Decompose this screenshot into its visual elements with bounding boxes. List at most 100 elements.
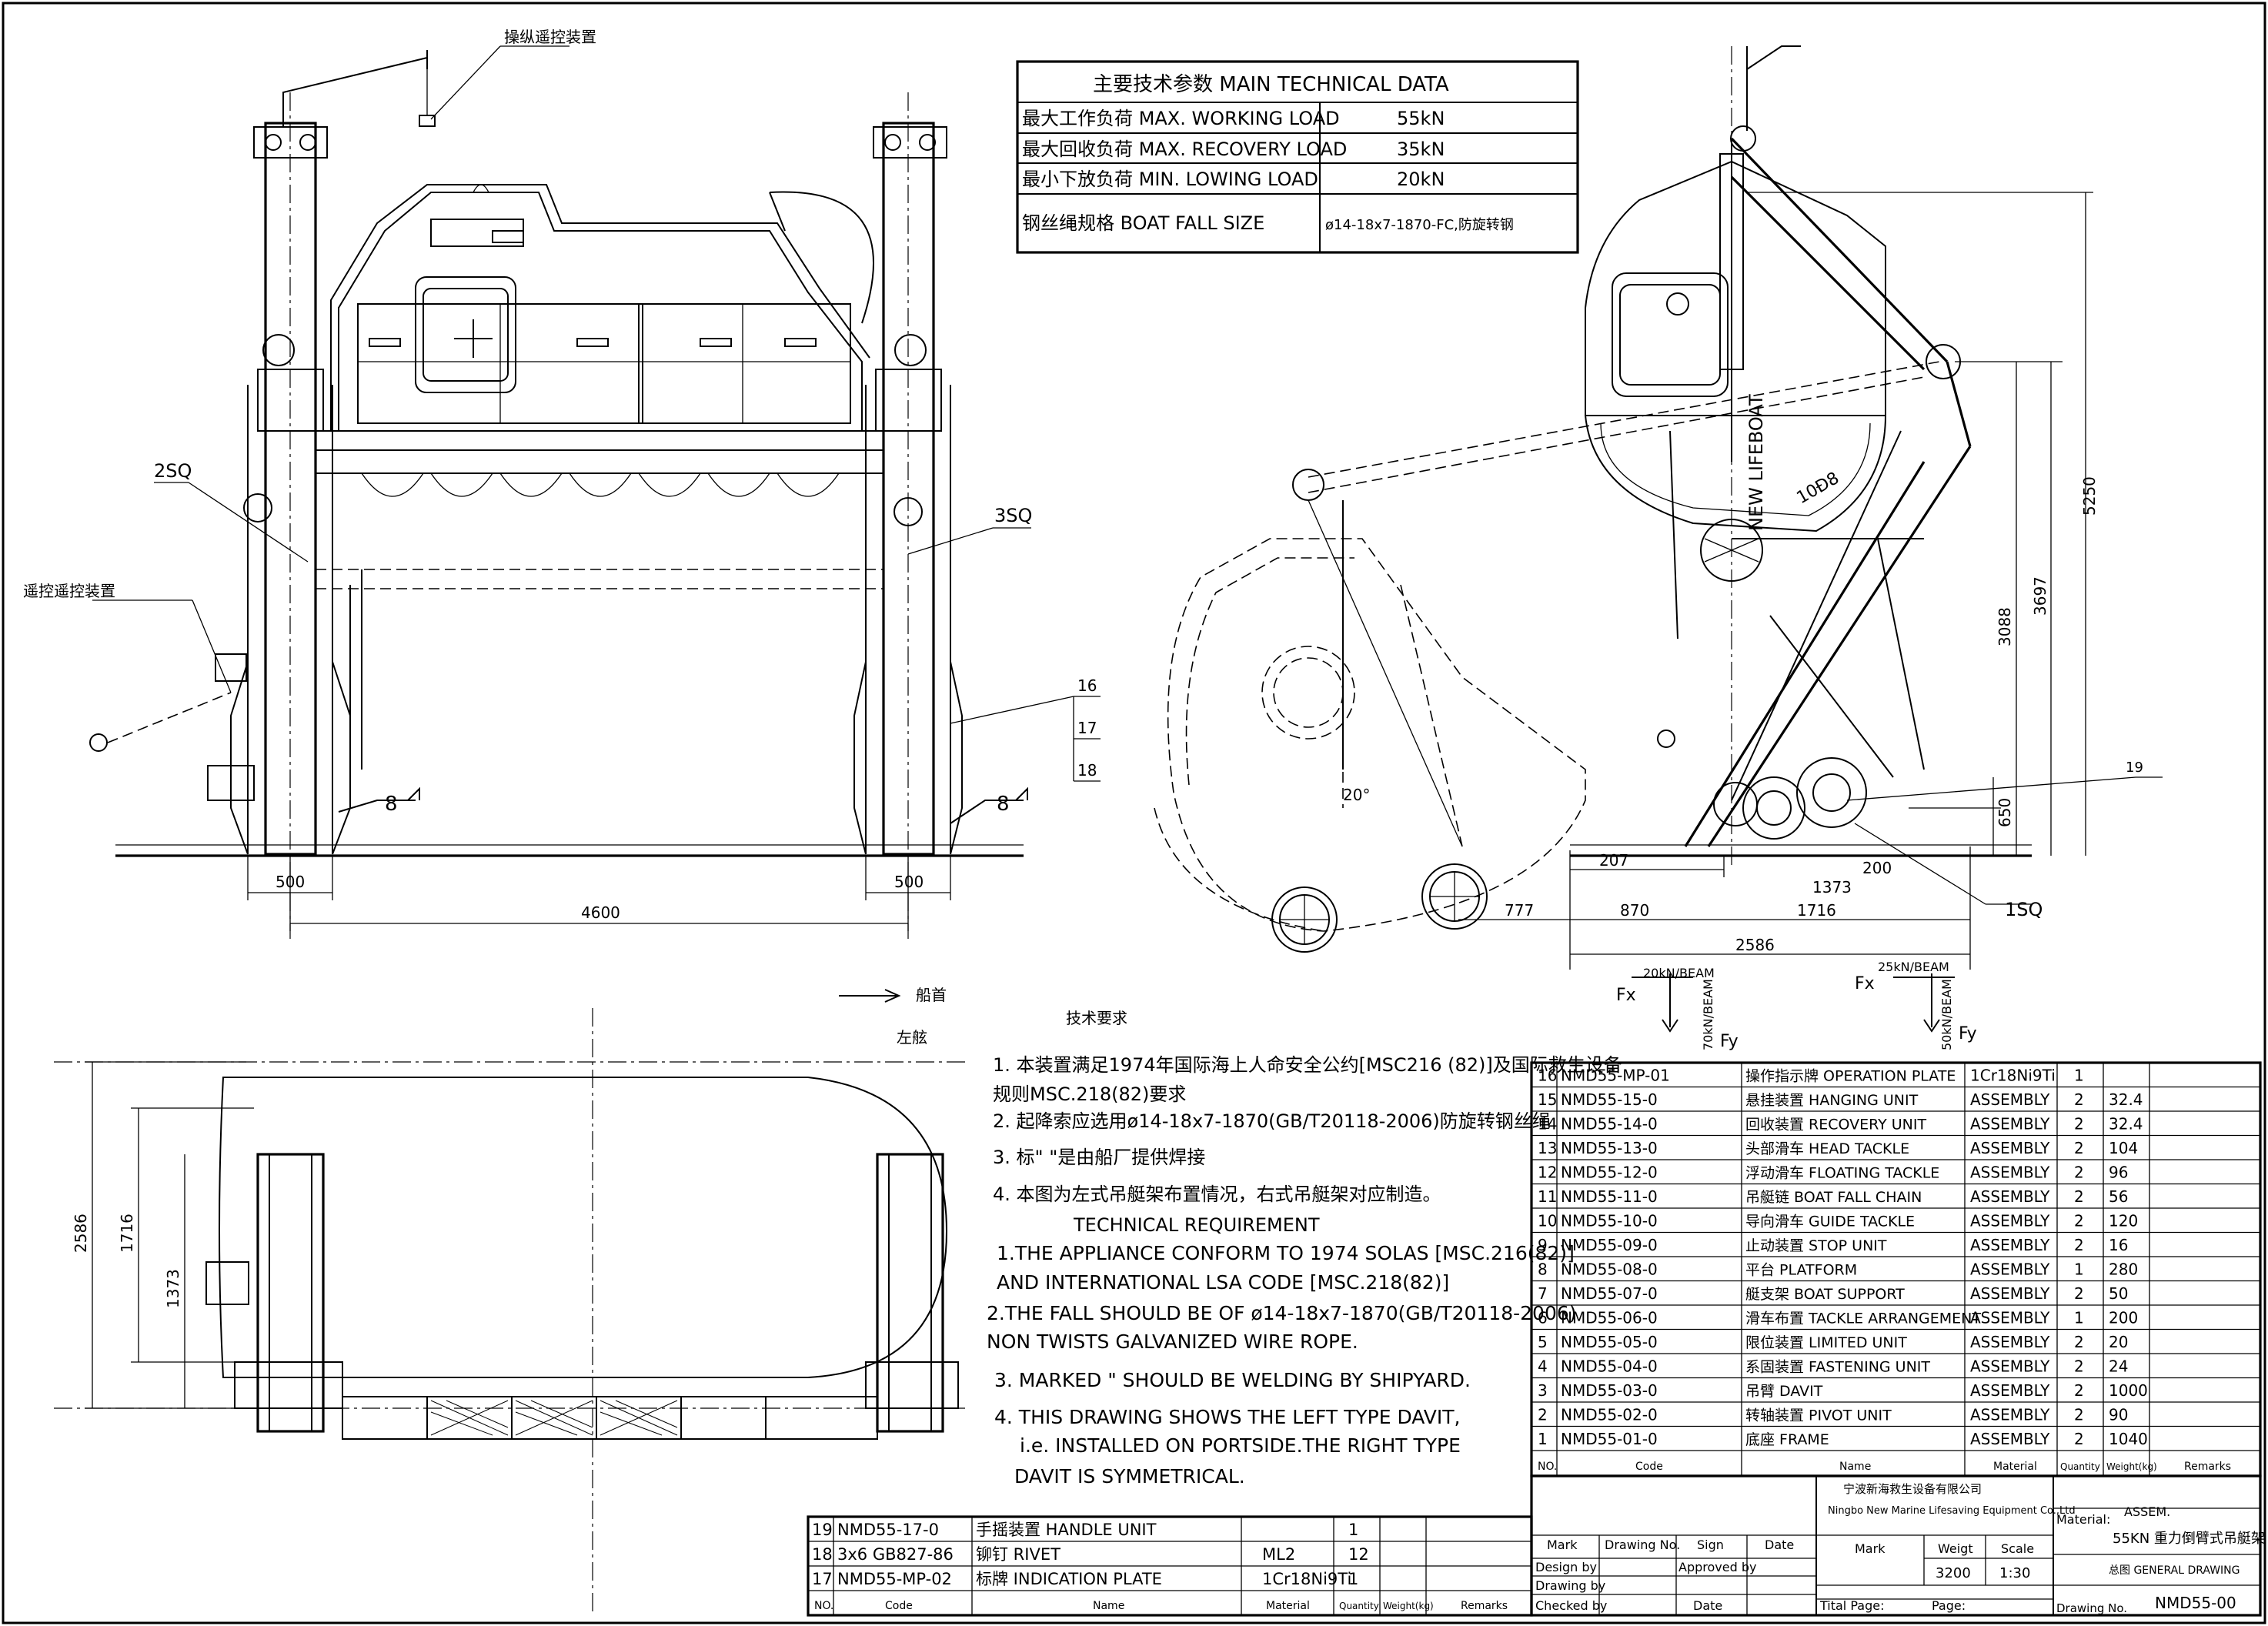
parts-cell-name: 导向滑车 GUIDE TACKLE	[1745, 1214, 1915, 1230]
parts-cell-material: ASSEMBLY	[1970, 1236, 2050, 1254]
main-data-label-2: 最小下放负荷 MIN. LOWING LOAD	[1022, 169, 1318, 190]
tb-total-page: Tital Page:	[1819, 1598, 1884, 1613]
parts-cell-no: 2	[1538, 1406, 1548, 1424]
tb-drawing-no-label: Drawing No.	[2056, 1601, 2127, 1615]
parts-cell-no: 8	[1538, 1260, 1548, 1279]
small-cell-no: 17	[812, 1570, 833, 1588]
dim-5250: 5250	[2080, 476, 2099, 516]
parts-cell-no: 14	[1538, 1115, 1557, 1134]
parts-cell-no: 10	[1538, 1212, 1557, 1230]
parts-cell-name: 限位装置 LIMITED UNIT	[1745, 1334, 1907, 1351]
parts-cell-code: NMD55-11-0	[1561, 1187, 1658, 1206]
small-cell-name: 手摇装置 HANDLE UNIT	[976, 1521, 1157, 1539]
parts-cell-qty: 2	[2074, 1115, 2084, 1134]
small-cell-code: 3x6 GB827-86	[837, 1545, 954, 1564]
parts-cell-qty: 2	[2074, 1333, 2084, 1351]
parts-cell-material: 1Cr18Ni9Ti	[1970, 1067, 2056, 1085]
dim-1716: 1716	[1797, 901, 1836, 920]
parts-cell-code: NMD55-09-0	[1561, 1236, 1658, 1254]
parts-cell-name: 系固装置 FASTENING UNIT	[1745, 1359, 1930, 1376]
parts-cell-qty: 2	[2074, 1164, 2084, 1182]
small-cell-material: 1Cr18Ni9Ti	[1262, 1570, 1351, 1588]
parts-hdr-material: Material	[1993, 1461, 2037, 1473]
parts-cell-weight: 120	[2109, 1212, 2138, 1230]
parts-cell-name: 操作指示牌 OPERATION PLATE	[1745, 1068, 1956, 1085]
parts-cell-code: NMD55-02-0	[1561, 1406, 1658, 1424]
parts-cell-material: ASSEMBLY	[1970, 1164, 2050, 1182]
parts-cell-weight: 200	[2109, 1309, 2138, 1327]
weld-mark-right: 8	[997, 793, 1010, 816]
title-block	[1530, 1474, 2262, 1617]
parts-cell-name: 回收装置 RECOVERY UNIT	[1745, 1117, 1926, 1134]
small-cell-no: 19	[812, 1521, 833, 1539]
parts-cell-name: 艇支架 BOAT SUPPORT	[1745, 1286, 1905, 1303]
tb-weight-value: 3200	[1936, 1565, 1971, 1581]
parts-cell-code: NMD55-07-0	[1561, 1284, 1658, 1303]
tech-req-cn-heading: 技术要求	[1066, 1009, 1127, 1027]
dim-front-500-right: 500	[894, 873, 924, 891]
parts-cell-weight: 24	[2109, 1357, 2128, 1376]
main-data-label-3: 钢丝绳规格 BOAT FALL SIZE	[1022, 212, 1264, 234]
force-right-fx: Fx	[1855, 974, 1875, 993]
parts-hdr-qty: Quantity	[2060, 1461, 2100, 1472]
parts-hdr-code: Code	[1635, 1461, 1663, 1473]
parts-cell-qty: 2	[2074, 1284, 2084, 1303]
small-hdr-no: NO.	[814, 1600, 833, 1612]
parts-cell-weight: 96	[2109, 1164, 2128, 1182]
parts-cell-code: NMD55-13-0	[1561, 1139, 1658, 1157]
dim-1373: 1373	[1812, 878, 1852, 896]
main-data-value-1: 35kN	[1397, 139, 1445, 160]
tb-date2: Date	[1693, 1598, 1722, 1613]
parts-cell-qty: 2	[2074, 1236, 2084, 1254]
parts-cell-code: NMD55-05-0	[1561, 1333, 1658, 1351]
material-label: Material:	[2056, 1512, 2110, 1527]
parts-cell-code: NMD55-04-0	[1561, 1357, 1658, 1376]
parts-cell-weight: 280	[2109, 1260, 2138, 1279]
tech-req-en-3: 2.THE FALL SHOULD BE OF ø14-18x7-1870(GB…	[987, 1302, 1577, 1324]
parts-cell-code: NMD55-03-0	[1561, 1381, 1658, 1400]
parts-cell-weight: 16	[2109, 1236, 2128, 1254]
force-right-fy: Fy	[1959, 1024, 1977, 1043]
parts-cell-material: ASSEMBLY	[1970, 1260, 2050, 1279]
small-hdr-remarks: Remarks	[1461, 1600, 1508, 1612]
plan-dim-1373: 1373	[164, 1269, 182, 1308]
company-en: Ningbo New Marine Lifesaving Equipment C…	[1828, 1505, 2076, 1517]
parts-cell-no: 6	[1538, 1309, 1548, 1327]
svg-text:NEW LIFEBOAT: NEW LIFEBOAT	[1745, 394, 1767, 531]
parts-cell-weight: 1040	[2109, 1430, 2148, 1448]
parts-cell-material: ASSEMBLY	[1970, 1381, 2050, 1400]
force-left-fy: Fy	[1720, 1032, 1739, 1051]
parts-cell-name: 悬挂装置 HANGING UNIT	[1745, 1092, 1919, 1109]
parts-cell-material: ASSEMBLY	[1970, 1187, 2050, 1206]
parts-cell-qty: 2	[2074, 1212, 2084, 1230]
parts-cell-weight: 56	[2109, 1187, 2128, 1206]
plan-dim-1716: 1716	[118, 1214, 136, 1253]
parts-cell-no: 12	[1538, 1164, 1557, 1182]
force-left-kn1: 20kN/BEAM	[1643, 966, 1715, 980]
dim-650: 650	[1996, 798, 2014, 827]
parts-cell-code: NMD55-14-0	[1561, 1115, 1658, 1134]
small-cell-name: 标牌 INDICATION PLATE	[976, 1570, 1162, 1588]
parts-cell-weight: 1000	[2109, 1381, 2148, 1400]
tb-design-by: Design by	[1535, 1560, 1597, 1574]
company-cn: 宁波新海救生设备有限公司	[1843, 1482, 1982, 1496]
tb-date: Date	[1765, 1538, 1794, 1552]
parts-cell-qty: 1	[2074, 1067, 2084, 1085]
parts-cell-qty: 2	[2074, 1381, 2084, 1400]
tb-mark2: Mark	[1855, 1541, 1886, 1556]
parts-cell-weight: 90	[2109, 1406, 2128, 1424]
small-hdr-material: Material	[1266, 1600, 1310, 1612]
side-view: NEW LIFEBOAT 10Ð8	[1154, 45, 2163, 1033]
parts-cell-material: ASSEMBLY	[1970, 1406, 2050, 1424]
parts-hdr-no: NO.	[1538, 1461, 1557, 1473]
parts-cell-no: 1	[1538, 1430, 1548, 1448]
tb-approved-by: Approved by	[1678, 1560, 1756, 1574]
main-data-label-1: 最大回收负荷 MAX. RECOVERY LOAD	[1022, 139, 1347, 160]
force-right-kn1: 25kN/BEAM	[1878, 960, 1949, 974]
small-cell-qty: 12	[1348, 1545, 1369, 1564]
parts-cell-no: 11	[1538, 1187, 1557, 1206]
parts-cell-name: 浮动滑车 FLOATING TACKLE	[1745, 1165, 1939, 1182]
parts-cell-no: 7	[1538, 1284, 1548, 1303]
parts-cell-qty: 2	[2074, 1187, 2084, 1206]
